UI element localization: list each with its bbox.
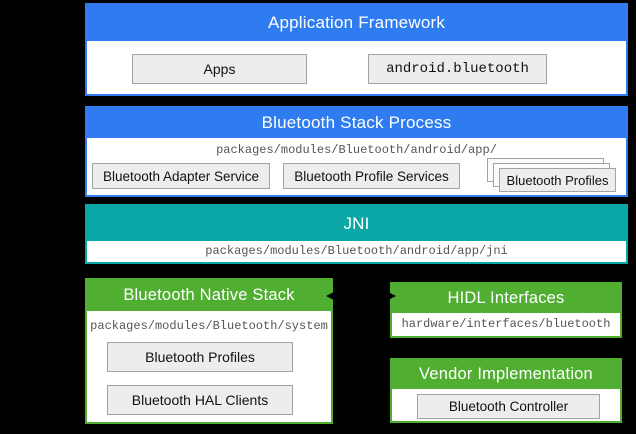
android-bluetooth-box: android.bluetooth xyxy=(368,54,547,84)
arrow-right-head-icon xyxy=(386,291,396,301)
bluetooth-native-stack-title: Bluetooth Native Stack xyxy=(123,286,294,305)
hidl-interfaces-title: HIDL Interfaces xyxy=(447,289,564,308)
bluetooth-native-stack-section: Bluetooth Native Stack packages/modules/… xyxy=(85,278,333,424)
application-framework-section: Application Framework Apps android.bluet… xyxy=(85,3,628,96)
native-bluetooth-profiles-box: Bluetooth Profiles xyxy=(107,342,293,372)
bluetooth-stack-process-title: Bluetooth Stack Process xyxy=(262,113,452,133)
hidl-interfaces-section: HIDL Interfaces hardware/interfaces/blue… xyxy=(390,282,622,338)
arrow-shaft xyxy=(332,295,390,297)
application-framework-title: Application Framework xyxy=(268,13,445,33)
vendor-implementation-title: Vendor Implementation xyxy=(419,365,593,384)
vendor-implementation-section: Vendor Implementation Bluetooth Controll… xyxy=(390,358,622,423)
bluetooth-native-stack-header: Bluetooth Native Stack xyxy=(87,280,331,311)
apps-box: Apps xyxy=(132,54,307,84)
vendor-implementation-header: Vendor Implementation xyxy=(392,360,620,389)
hidl-interfaces-header: HIDL Interfaces xyxy=(392,284,620,313)
jni-header: JNI xyxy=(87,206,626,241)
arrow-left-head-icon xyxy=(326,291,336,301)
jni-title: JNI xyxy=(343,214,369,234)
hidl-path: hardware/interfaces/bluetooth xyxy=(392,317,620,331)
bluetooth-profile-services-box: Bluetooth Profile Services xyxy=(283,163,460,189)
application-framework-header: Application Framework xyxy=(87,5,626,41)
bluetooth-stack-process-section: Bluetooth Stack Process packages/modules… xyxy=(85,106,628,197)
jni-section: JNI packages/modules/Bluetooth/android/a… xyxy=(85,204,628,264)
bluetooth-controller-box: Bluetooth Controller xyxy=(417,394,600,419)
bluetooth-hal-clients-box: Bluetooth HAL Clients xyxy=(107,385,293,415)
native-stack-path: packages/modules/Bluetooth/system xyxy=(87,319,331,333)
stack-process-path: packages/modules/Bluetooth/android/app/ xyxy=(87,143,626,157)
bluetooth-stack-process-header: Bluetooth Stack Process xyxy=(87,108,626,138)
bluetooth-adapter-service-box: Bluetooth Adapter Service xyxy=(92,163,270,189)
bluetooth-profiles-stacked-box: Bluetooth Profiles xyxy=(499,168,616,192)
jni-path: packages/modules/Bluetooth/android/app/j… xyxy=(87,244,626,258)
